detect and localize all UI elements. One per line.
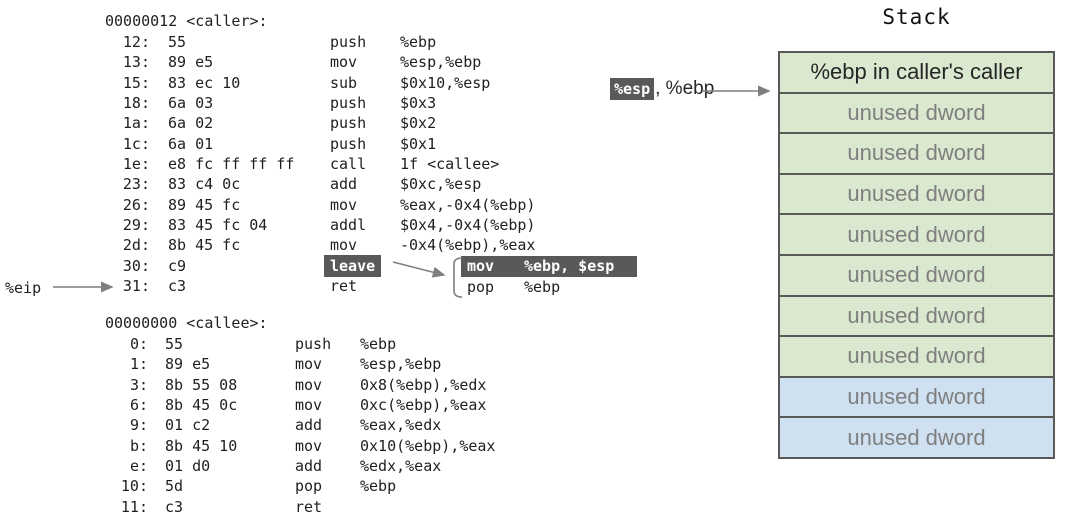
esp-highlight: %esp [610,78,655,100]
stack-row: unused dword [780,174,1053,216]
esp-ebp-annotation: %esp, %ebp [610,78,714,100]
stack-row: unused dword [780,215,1053,256]
leave-expansion-mov: mov%ebp, $esp [461,256,637,277]
leave-expansion-pop: pop%ebp [467,278,561,296]
stack-row-saved-ebp: %ebp in caller's caller [780,53,1053,94]
caller-header: 00000012 <caller>: [105,12,268,30]
stack-row: unused dword [780,296,1053,338]
stack-row: unused dword [780,134,1053,175]
stack-row: unused dword [780,377,1053,419]
esp-annotation-rest: , %ebp [655,78,715,99]
stack-row: unused dword [780,93,1053,135]
stack-row: unused dword [780,418,1053,457]
leave-highlight: leave [324,254,382,278]
callee-header: 00000000 <callee>: [105,314,268,332]
eip-register-label: %eip [5,279,42,297]
stack-title: Stack [882,5,951,29]
stack-row: unused dword [780,337,1053,378]
stack-table: %ebp in caller's caller unused dword unu… [778,51,1055,459]
stack-row: unused dword [780,255,1053,297]
